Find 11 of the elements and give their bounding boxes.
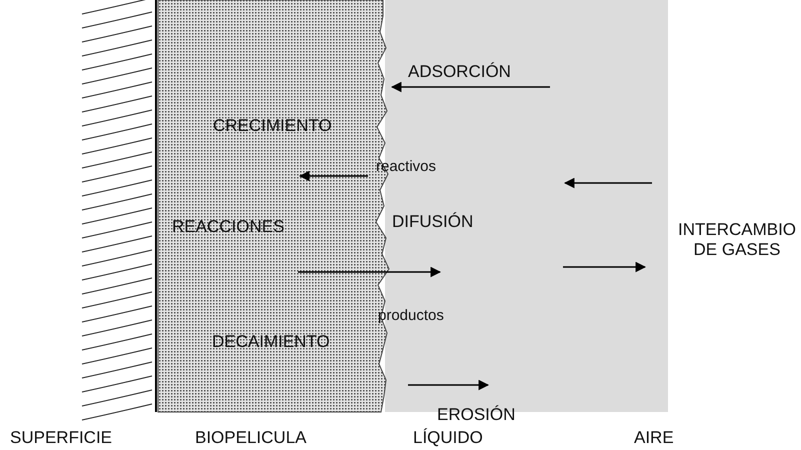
process-label: DIFUSIÓN [392,212,474,232]
process-label: REACCIONES [172,217,284,237]
process-label: EROSIÓN [437,405,516,425]
layer-label: LÍQUIDO [413,428,483,448]
process-label: CRECIMIENTO [213,116,332,136]
process-label: ADSORCIÓN [408,62,511,82]
layer-label: AIRE [634,428,674,448]
process-label: DECAIMIENTO [212,332,330,352]
process-label: INTERCAMBIO DE GASES [676,220,798,260]
layer-label: SUPERFICIE [10,428,112,448]
layer-label: BIOPELICULA [195,428,306,448]
